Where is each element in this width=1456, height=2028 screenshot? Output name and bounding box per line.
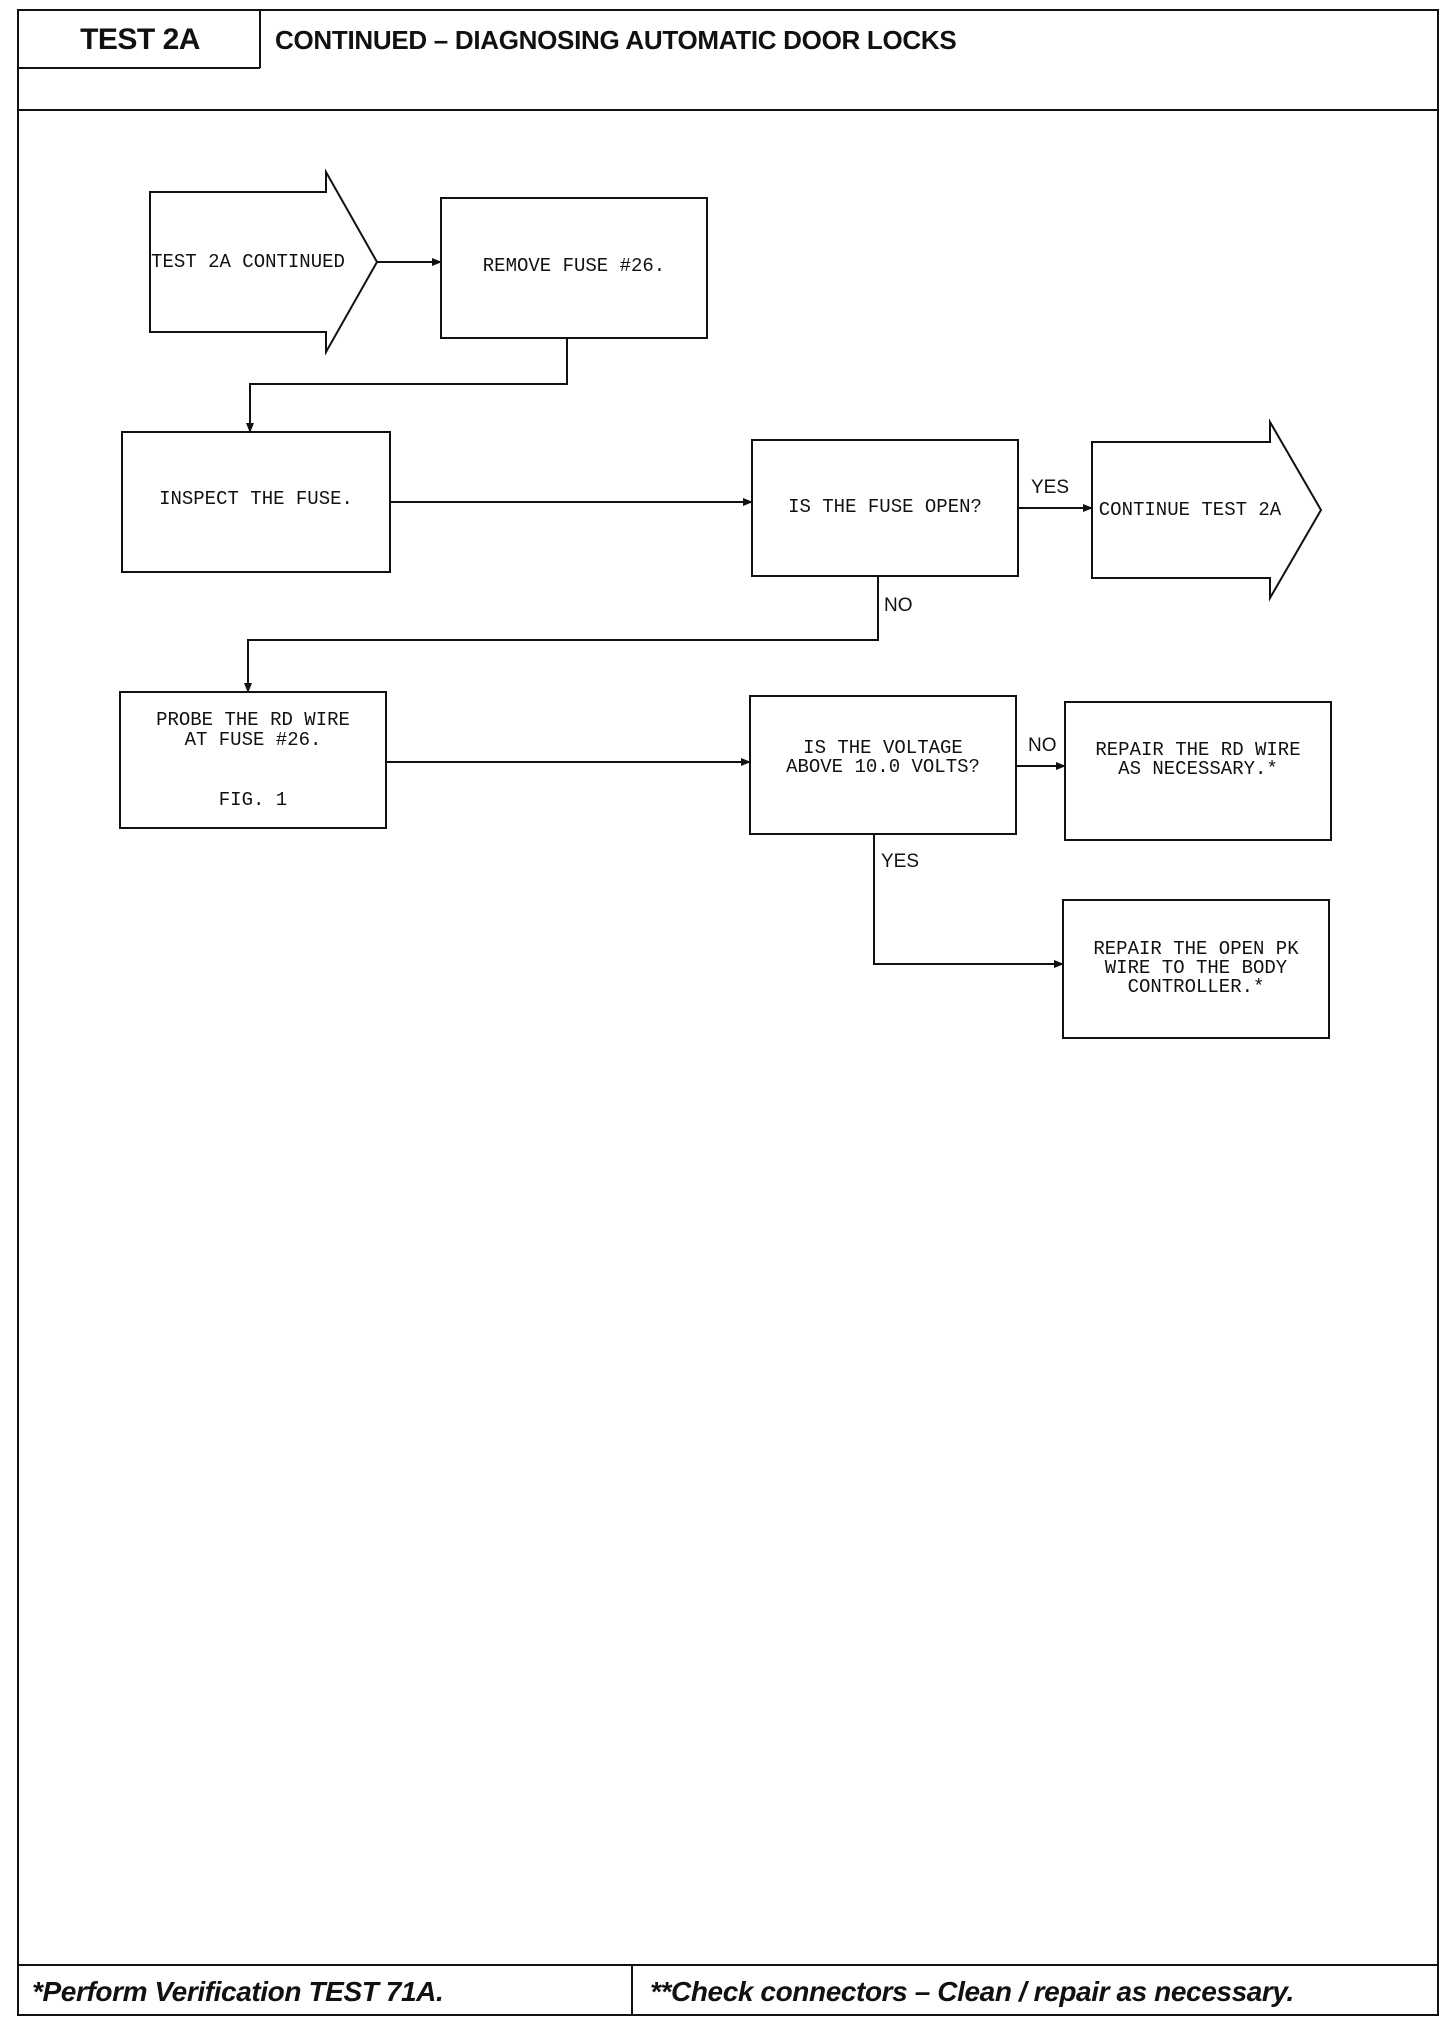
label-yes-fuse: YES: [1031, 477, 1069, 498]
voltage-line-2: ABOVE 10.0 VOLTS?: [786, 756, 980, 778]
repair-pk-line-1: REPAIR THE OPEN PK: [1093, 938, 1299, 960]
repair-pk-line-3: CONTROLLER.*: [1128, 976, 1265, 998]
start-arrow-label: TEST 2A CONTINUED: [151, 251, 345, 273]
inspect-fuse-label: INSPECT THE FUSE.: [159, 488, 353, 510]
page-border: [17, 9, 1439, 2016]
label-no-voltage: NO: [1028, 735, 1057, 756]
probe-line-1: PROBE THE RD WIRE: [156, 709, 350, 731]
connector-no-to-probe: [244, 576, 879, 693]
remove-fuse-label: REMOVE FUSE #26.: [483, 255, 665, 277]
start-arrow-shape: TEST 2A CONTINUED: [149, 168, 379, 356]
inspect-fuse-box: INSPECT THE FUSE.: [121, 431, 391, 573]
connector-yes-to-repair-pk: [873, 834, 1064, 968]
repair-rd-wire-box: REPAIR THE RD WIRE AS NECESSARY.*: [1064, 701, 1332, 841]
repair-pk-line-2: WIRE TO THE BODY: [1105, 957, 1288, 979]
repair-rd-line-2: AS NECESSARY.*: [1118, 758, 1278, 780]
connector-remove-to-inspect: [246, 338, 568, 433]
header-test-id: TEST 2A: [80, 23, 200, 56]
probe-line-3: FIG. 1: [219, 789, 287, 811]
header-title: CONTINUED – DIAGNOSING AUTOMATIC DOOR LO…: [275, 24, 957, 55]
probe-rd-wire-box: PROBE THE RD WIRE AT FUSE #26. FIG. 1: [119, 691, 387, 829]
fuse-open-label: IS THE FUSE OPEN?: [788, 496, 982, 518]
voltage-decision-box: IS THE VOLTAGE ABOVE 10.0 VOLTS?: [749, 695, 1017, 835]
repair-pk-wire-box: REPAIR THE OPEN PK WIRE TO THE BODY CONT…: [1062, 899, 1330, 1039]
label-no-fuse: NO: [884, 595, 913, 616]
footer-left-note: *Perform Verification TEST 71A.: [32, 1976, 444, 2007]
label-yes-voltage: YES: [881, 851, 919, 872]
remove-fuse-box: REMOVE FUSE #26.: [440, 197, 708, 339]
continue-arrow-shape: CONTINUE TEST 2A: [1091, 418, 1323, 602]
probe-line-2: AT FUSE #26.: [185, 729, 322, 751]
voltage-line-1: IS THE VOLTAGE: [803, 737, 963, 759]
continue-arrow-label: CONTINUE TEST 2A: [1099, 499, 1282, 521]
fuse-open-decision-box: IS THE FUSE OPEN?: [751, 439, 1019, 577]
footer-right-note: **Check connectors – Clean / repair as n…: [650, 1976, 1294, 2007]
repair-rd-line-1: REPAIR THE RD WIRE: [1095, 739, 1300, 761]
